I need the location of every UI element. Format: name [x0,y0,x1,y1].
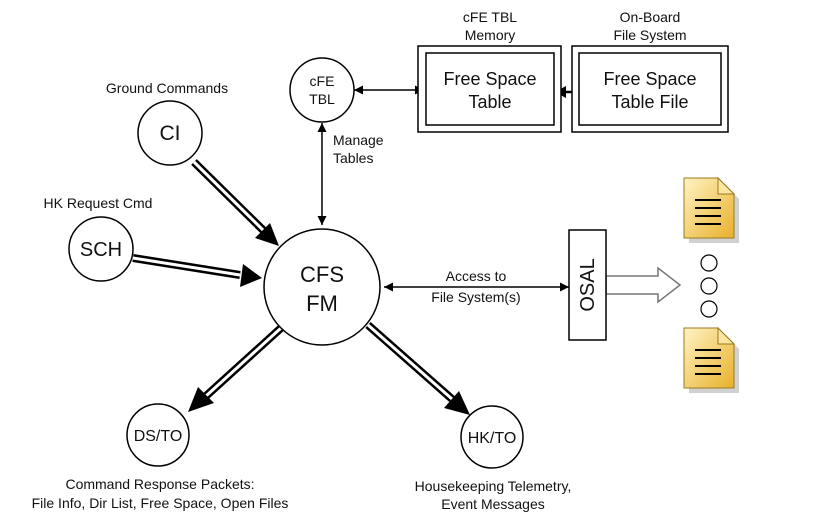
ds-to-node: DS/TO [126,403,190,467]
fm-to-hk-arrow [365,321,470,415]
free-space-table-box: Free Space Table [417,45,562,133]
document-icon [683,326,739,393]
cfe-tbl-node: cFE TBL [289,57,355,123]
free-space-table-file-line2: Table File [611,92,688,112]
tbl-memory-header-line2: Memory [465,27,516,43]
access-fs-line2: File System(s) [431,289,520,305]
osal-box: OSAL [568,229,607,341]
onboard-fs-header-line1: On-Board [620,9,681,25]
onboard-fs-header-line2: File System [613,27,686,43]
manage-tables-line2: Tables [333,150,373,166]
cfe-tbl-line1: cFE [310,73,335,89]
manage-tables-line1: Manage [333,132,384,148]
sch-node: SCH [68,216,134,282]
sch-to-fm-arrow [132,254,262,287]
free-space-table-line2: Table [468,92,511,112]
housekeeping-line1: Housekeeping Telemetry, [415,478,572,494]
cfe-tbl-line2: TBL [309,91,335,107]
ci-label: CI [160,122,181,145]
hk-to-label: HK/TO [468,430,517,447]
osal-to-files-arrow [605,266,682,304]
ground-commands-label: Ground Commands [106,80,228,96]
free-space-table-file-line1: Free Space [603,69,696,89]
command-response-line1: Command Response Packets: [65,476,254,492]
tbl-memory-header-line1: cFE TBL [463,9,517,25]
ci-to-fm-arrow [191,159,279,246]
free-space-table-file-box: Free Space Table File [571,45,729,133]
free-space-table-line1: Free Space [443,69,536,89]
vertical-ellipsis-icon [700,254,718,318]
housekeeping-line2: Event Messages [441,496,545,512]
fm-to-ds-arrow [188,325,284,412]
access-fs-line1: Access to [446,268,507,284]
sch-label: SCH [80,239,122,261]
cfs-fm-node: CFS FM [263,228,381,346]
command-response-line2: File Info, Dir List, Free Space, Open Fi… [32,495,289,511]
hk-to-node: HK/TO [460,405,524,469]
cfs-fm-line2: FM [306,291,338,316]
ci-node: CI [137,100,203,166]
osal-label: OSAL [577,258,599,311]
cfs-fm-line1: CFS [300,262,344,287]
hk-request-label: HK Request Cmd [44,195,153,211]
document-icon [683,176,739,243]
ds-to-label: DS/TO [134,428,183,445]
